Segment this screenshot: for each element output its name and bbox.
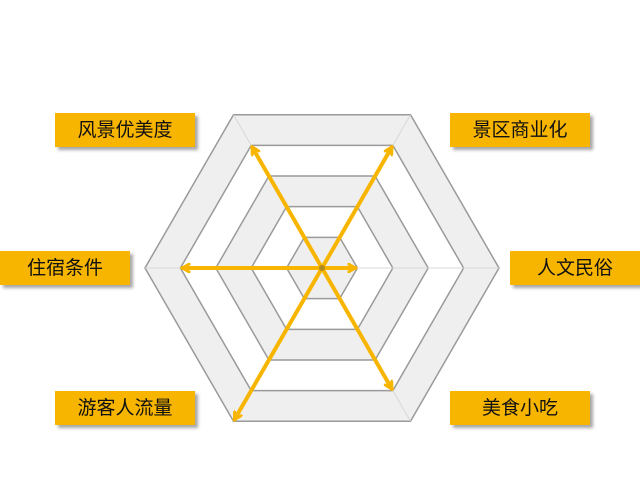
value-arrow-0 [320, 147, 394, 270]
value-arrow-5 [250, 147, 324, 270]
label-lodging: 住宿条件 [0, 251, 130, 285]
label-food: 美食小吃 [450, 391, 590, 425]
label-scenery: 风景优美度 [55, 113, 195, 147]
label-culture: 人文民俗 [510, 251, 640, 285]
value-arrow-2 [320, 266, 394, 389]
value-arrow-3 [232, 266, 324, 420]
label-commercial: 景区商业化 [450, 113, 590, 147]
label-visitors: 游客人流量 [55, 391, 195, 425]
center-point [319, 265, 325, 271]
